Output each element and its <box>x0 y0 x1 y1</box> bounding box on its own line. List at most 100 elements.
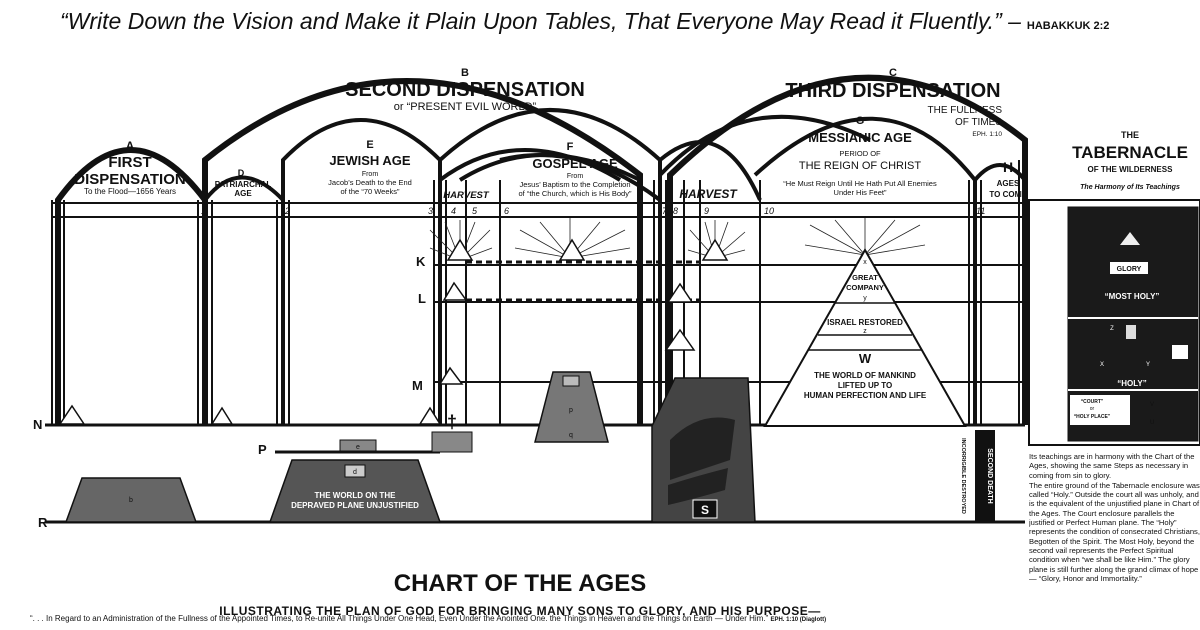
first-dispensation-letter: A <box>126 139 135 153</box>
tabernacle-glory: GLORY <box>1117 266 1142 273</box>
footer-ref: EPH. 1:10 (Diaglott) <box>770 617 827 623</box>
arch-messianic <box>753 116 977 425</box>
tabernacle-paragraph: The entire ground of the Tabernacle encl… <box>1029 480 1200 583</box>
third-dispensation-sub1: THE FULLNESS <box>928 105 1003 116</box>
tabernacle-most-holy: “MOST HOLY” <box>1105 292 1160 301</box>
arch-gospel <box>438 108 662 425</box>
tabernacle-panel: THE TABERNACLE OF THE WILDERNESS The Har… <box>1028 130 1200 446</box>
messianic-l2: THE REIGN OF CHRIST <box>799 160 922 172</box>
step-number: 4 <box>451 206 456 216</box>
pyramid-z: z <box>863 328 867 335</box>
great-pyramid: x GREAT COMPANY y ISRAEL RESTORED z W TH… <box>763 247 967 427</box>
ages-to-come-line1: AGES <box>997 179 1020 188</box>
tabernacle-u: U <box>1150 420 1154 426</box>
first-dispensation-sub: To the Flood—1656 Years <box>84 187 176 196</box>
step-number: 10 <box>764 206 774 216</box>
dashed-planes <box>466 260 700 302</box>
footer-quote: “. . . In Regard to an Administration of… <box>30 614 1030 623</box>
arch-second-dispensation <box>202 78 643 425</box>
quote-text: “Write Down the Vision and Make it Plain… <box>60 8 1021 34</box>
plane-letter-r: R <box>38 515 48 530</box>
arch-first-dispensation <box>55 147 208 425</box>
glory-rays <box>429 218 926 261</box>
messianic-title: MESSIANIC AGE <box>808 130 912 145</box>
second-dispensation-letter: B <box>461 67 469 79</box>
pyramid-y: y <box>863 295 867 302</box>
tabernacle-or: or <box>1090 406 1095 412</box>
tabernacle-y: Y <box>1146 362 1150 368</box>
cross-icon: † <box>447 412 457 432</box>
gospel-letter: F <box>567 141 574 153</box>
messianic-l1: PERIOD OF <box>839 149 881 158</box>
triangle-k <box>446 238 474 261</box>
gospel-pyramid-q: q <box>569 432 573 439</box>
arch-jewish <box>281 118 442 425</box>
pyramid-world-3: HUMAN PERFECTION AND LIFE <box>804 391 927 400</box>
plane-letter-k: K <box>416 254 426 269</box>
gospel-l3: of “the Church, which is His Body” <box>519 189 632 198</box>
step-number: 6 <box>504 206 509 216</box>
tabernacle-court: “COURT” <box>1081 399 1104 405</box>
lower-plane-blocks: b d THE WORLD ON THE DEPRAVED PLANE UNJU… <box>64 377 995 523</box>
messianic-l3: “He Must Reign Until He Hath Put All Ene… <box>783 179 937 188</box>
harvest-label-1: HARVEST <box>443 190 490 201</box>
gospel-l1: From <box>567 173 584 180</box>
step-number: 8 <box>673 206 678 216</box>
patriarchal-line1: PATRIARCHAL <box>215 180 272 189</box>
triangle-a <box>58 404 86 425</box>
triangle-k2 <box>558 238 586 261</box>
second-death-label: SECOND DEATH <box>986 448 993 503</box>
pyramid-israel: ISRAEL RESTORED <box>827 318 903 327</box>
gospel-pyramid: p q <box>534 371 609 443</box>
jewish-l3: of the “70 Weeks” <box>340 187 400 196</box>
tabernacle-holy-place: “HOLY PLACE” <box>1074 414 1111 420</box>
triangle-l2 <box>666 282 694 303</box>
age-arches <box>203 108 1027 425</box>
chart-title: CHART OF THE AGES <box>393 570 647 597</box>
block-u <box>670 417 735 480</box>
step-number: 2 <box>284 206 290 216</box>
triangle-n3 <box>418 406 442 425</box>
tabernacle-v: V <box>1150 402 1154 408</box>
tabernacle-sub: OF THE WILDERNESS <box>1088 165 1174 174</box>
harvest-arch-1 <box>438 148 622 182</box>
ages-to-come-letter: H <box>1003 159 1013 175</box>
tabernacle-holy: “HOLY” <box>1117 379 1147 388</box>
triangle-k3 <box>701 238 729 261</box>
jewish-l1: From <box>362 171 379 178</box>
jewish-l2: Jacob’s Death to the End <box>328 178 412 187</box>
gospel-pyramid-p: p <box>569 407 573 414</box>
third-dispensation-sub2: OF TIMES <box>955 117 1002 128</box>
second-death-bar <box>975 430 995 522</box>
step-number: 7 <box>662 206 668 216</box>
gospel-l2: Jesus’ Baptism to the Completion <box>519 180 630 189</box>
triangle-m2 <box>664 328 696 351</box>
harvest-arch-3 <box>499 153 662 202</box>
jewish-title: JEWISH AGE <box>329 153 410 168</box>
plane-letter-p: P <box>258 442 267 457</box>
pyramid-x: x <box>863 259 867 266</box>
gospel-title: GOSPEL AGE <box>532 156 618 171</box>
plane-letters: K L M N P R <box>33 254 426 530</box>
block-e <box>339 439 377 452</box>
jewish-letter: E <box>366 139 373 151</box>
tabernacle-the: THE <box>1121 130 1139 140</box>
third-dispensation-ref: EPH. 1:10 <box>972 131 1002 138</box>
tabernacle-z: Z <box>1110 326 1114 332</box>
plane-letter-n: N <box>33 417 42 432</box>
second-dispensation-sub: or “PRESENT EVIL WORLD” <box>394 101 537 113</box>
world-depraved-1: THE WORLD ON THE <box>315 491 397 500</box>
first-dispensation-line1: FIRST <box>108 154 151 171</box>
footer-text: “. . . In Regard to an Administration of… <box>30 614 769 623</box>
step-numbers: 1 2 3 4 5 6 7 8 9 10 11 <box>201 206 985 216</box>
ages-to-come-line2: TO COME <box>989 190 1027 199</box>
quote-reference: HABAKKUK 2:2 <box>1026 20 1110 32</box>
second-dispensation-title: SECOND DISPENSATION <box>345 79 585 101</box>
harvest-label-2: HARVEST <box>679 187 738 201</box>
messianic-l4: Under His Feet” <box>834 188 887 197</box>
step-number: 9 <box>704 206 709 216</box>
step-number: 5 <box>472 206 478 216</box>
third-dispensation-letter: C <box>889 67 897 79</box>
incorrigible-label: INCORRIGIBLE DESTROYED <box>960 438 966 514</box>
tabernacle-description: Its teachings are in harmony with the Ch… <box>1029 452 1200 584</box>
